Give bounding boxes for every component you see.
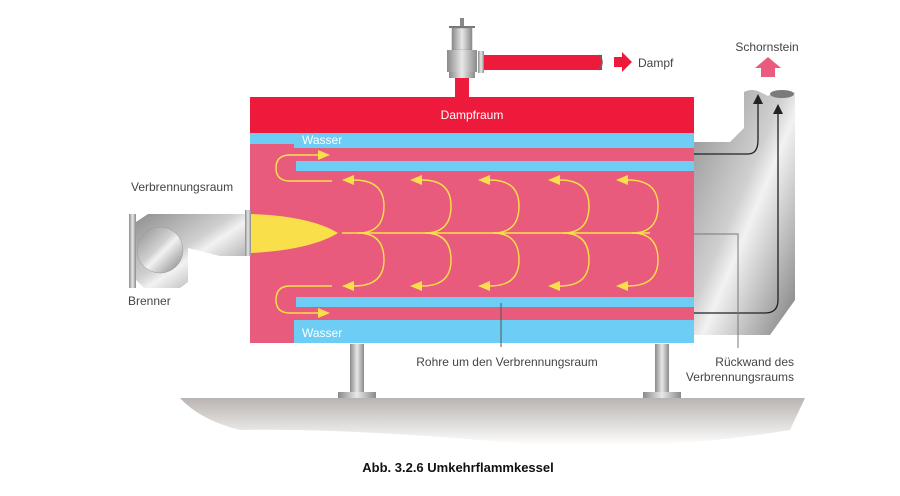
tube-bottom (296, 297, 694, 307)
flame (251, 214, 338, 253)
rear-smoke-box (692, 90, 795, 335)
rear-wall-leader-line (694, 233, 739, 348)
label-rear-wall-1: Rückwand des (715, 355, 794, 369)
label-steam-space: Dampfraum (441, 108, 504, 122)
label-chimney: Schornstein (735, 40, 798, 54)
support-leg-left (338, 344, 376, 398)
label-water-bottom: Wasser (302, 326, 342, 340)
chimney-opening (770, 90, 794, 98)
flue-arrow-lower (773, 104, 783, 114)
steam-riser (455, 78, 469, 98)
label-combustion-chamber: Verbrennungsraum (131, 180, 233, 194)
steam-arrow (614, 52, 632, 72)
water-top-band (250, 133, 694, 144)
flue-gas-flow (275, 154, 659, 314)
steam-space (250, 97, 694, 133)
label-water-top: Wasser (302, 133, 342, 147)
label-burner: Brenner (128, 294, 171, 308)
ground-slab (180, 398, 805, 446)
flue-arrow-upper (753, 94, 763, 104)
figure-caption: Abb. 3.2.6 Umkehrflammkessel (362, 460, 553, 475)
support-leg-right (643, 344, 681, 398)
flue-path-upper (692, 102, 759, 155)
label-tubes: Rohre um den Verbrennungsraum (416, 355, 597, 369)
label-rear-wall-2: Verbrennungsraums (686, 370, 794, 384)
flue-path-lower (692, 112, 779, 314)
tube-top (296, 161, 694, 171)
steam-pipe (484, 55, 602, 70)
label-steam: Dampf (638, 56, 674, 70)
burner (129, 210, 251, 288)
chimney-exhaust-arrow (755, 57, 781, 77)
flow-arrowheads (318, 150, 628, 318)
water-bottom-band (294, 320, 694, 343)
steam-valve (447, 18, 484, 78)
